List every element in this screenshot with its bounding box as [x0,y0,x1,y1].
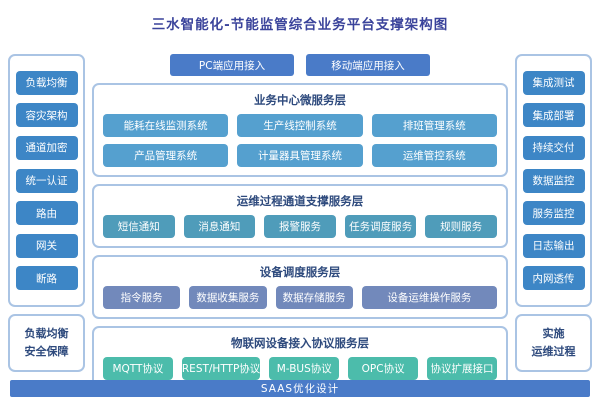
section-om-channel-support-layer: 运维过程通道支撑服务层 短信通知 消息通知 报警服务 任务调度服务 规则服务 [92,184,508,248]
node-data-storage-service: 数据存储服务 [275,286,353,309]
section-row: 能耗在线监测系统 生产线控制系统 排班管理系统 [103,114,497,137]
node-opc-protocol: OPC协议 [348,357,419,380]
node-shift-management-system: 排班管理系统 [371,114,497,137]
node-measuring-instrument-management-system: 计量器具管理系统 [237,144,363,167]
node-product-management-system: 产品管理系统 [103,144,229,167]
node-message-notification: 消息通知 [183,215,256,238]
right-footer-line-1: 实施 [542,327,565,341]
node-service-monitoring: 服务监控 [522,201,585,226]
section-row: 指令服务 数据收集服务 数据存储服务 设备运维操作服务 [103,286,497,309]
section-business-microservice-layer: 业务中心微服务层 能耗在线监测系统 生产线控制系统 排班管理系统 产品管理系统 … [92,83,508,177]
node-energy-online-monitoring-system: 能耗在线监测系统 [103,114,229,137]
section-device-scheduling-layer: 设备调度服务层 指令服务 数据收集服务 数据存储服务 设备运维操作服务 [92,255,508,319]
node-task-scheduling-service: 任务调度服务 [344,215,417,238]
node-device-om-operation-service: 设备运维操作服务 [361,286,497,309]
left-footer-line-2: 安全保障 [24,345,69,358]
node-gateway: 网关 [15,233,78,258]
center-column: PC端应用接入 移动端应用接入 业务中心微服务层 能耗在线监测系统 生产线控制系… [92,54,508,390]
left-sidebar-group: 负载均衡 容灾架构 通道加密 统一认证 路由 网关 断路 [8,54,85,307]
node-integration-testing: 集成测试 [522,70,585,95]
section-header: 运维过程通道支撑服务层 [236,194,364,208]
right-column: 集成测试 集成部署 持续交付 数据监控 服务监控 日志输出 内网透传 实施 运维… [515,54,592,372]
diagram-body: 负载均衡 容灾架构 通道加密 统一认证 路由 网关 断路 负载均衡 安全保障 P… [8,54,592,390]
node-channel-encryption: 通道加密 [15,135,78,160]
node-log-output: 日志输出 [522,233,585,258]
right-sidebar-group: 集成测试 集成部署 持续交付 数据监控 服务监控 日志输出 内网透传 [515,54,592,307]
section-header: 业务中心微服务层 [254,93,346,107]
node-rest-http-protocol: REST/HTTP协议 [181,357,261,380]
right-footer-label: 实施 运维过程 [515,314,592,372]
node-mbus-protocol: M-BUS协议 [269,357,340,380]
node-production-line-control-system: 生产线控制系统 [237,114,363,137]
node-sms-notification: 短信通知 [103,215,175,238]
left-footer-label: 负载均衡 安全保障 [8,314,85,372]
node-mobile-app-access: 移动端应用接入 [306,54,430,76]
node-continuous-delivery: 持续交付 [522,135,585,160]
node-mqtt-protocol: MQTT协议 [103,357,173,380]
section-header: 物联网设备接入协议服务层 [231,336,369,350]
node-disaster-recovery: 容灾架构 [15,103,78,128]
node-data-monitoring: 数据监控 [522,168,585,193]
app-access-row: PC端应用接入 移动端应用接入 [92,54,508,76]
node-circuit-breaker: 断路 [15,266,78,291]
node-command-service: 指令服务 [103,286,181,309]
diagram-title: 三水智能化-节能监管综合业务平台支撑架构图 [151,17,449,33]
section-row: MQTT协议 REST/HTTP协议 M-BUS协议 OPC协议 协议扩展接口 [103,357,497,380]
right-footer-line-2: 运维过程 [531,345,576,358]
section-row: 短信通知 消息通知 报警服务 任务调度服务 规则服务 [103,215,497,238]
node-data-collection-service: 数据收集服务 [189,286,267,309]
node-intranet-passthrough: 内网透传 [522,266,585,291]
node-integration-deployment: 集成部署 [522,103,585,128]
left-column: 负载均衡 容灾架构 通道加密 统一认证 路由 网关 断路 负载均衡 安全保障 [8,54,85,372]
saas-optimization-bar: SAAS优化设计 [10,380,590,397]
section-row: 产品管理系统 计量器具管理系统 运维管控系统 [103,144,497,167]
section-header: 设备调度服务层 [259,265,341,279]
node-unified-auth: 统一认证 [15,168,78,193]
node-routing: 路由 [15,201,78,226]
node-pc-app-access: PC端应用接入 [170,54,294,76]
node-alarm-service: 报警服务 [264,215,336,238]
section-iot-protocol-layer: 物联网设备接入协议服务层 MQTT协议 REST/HTTP协议 M-BUS协议 … [92,326,508,390]
node-rule-service: 规则服务 [425,215,497,238]
node-load-balancing: 负载均衡 [15,70,78,95]
node-om-control-system: 运维管控系统 [371,144,497,167]
left-footer-line-1: 负载均衡 [24,327,69,341]
node-protocol-extension-interface: 协议扩展接口 [427,357,497,380]
